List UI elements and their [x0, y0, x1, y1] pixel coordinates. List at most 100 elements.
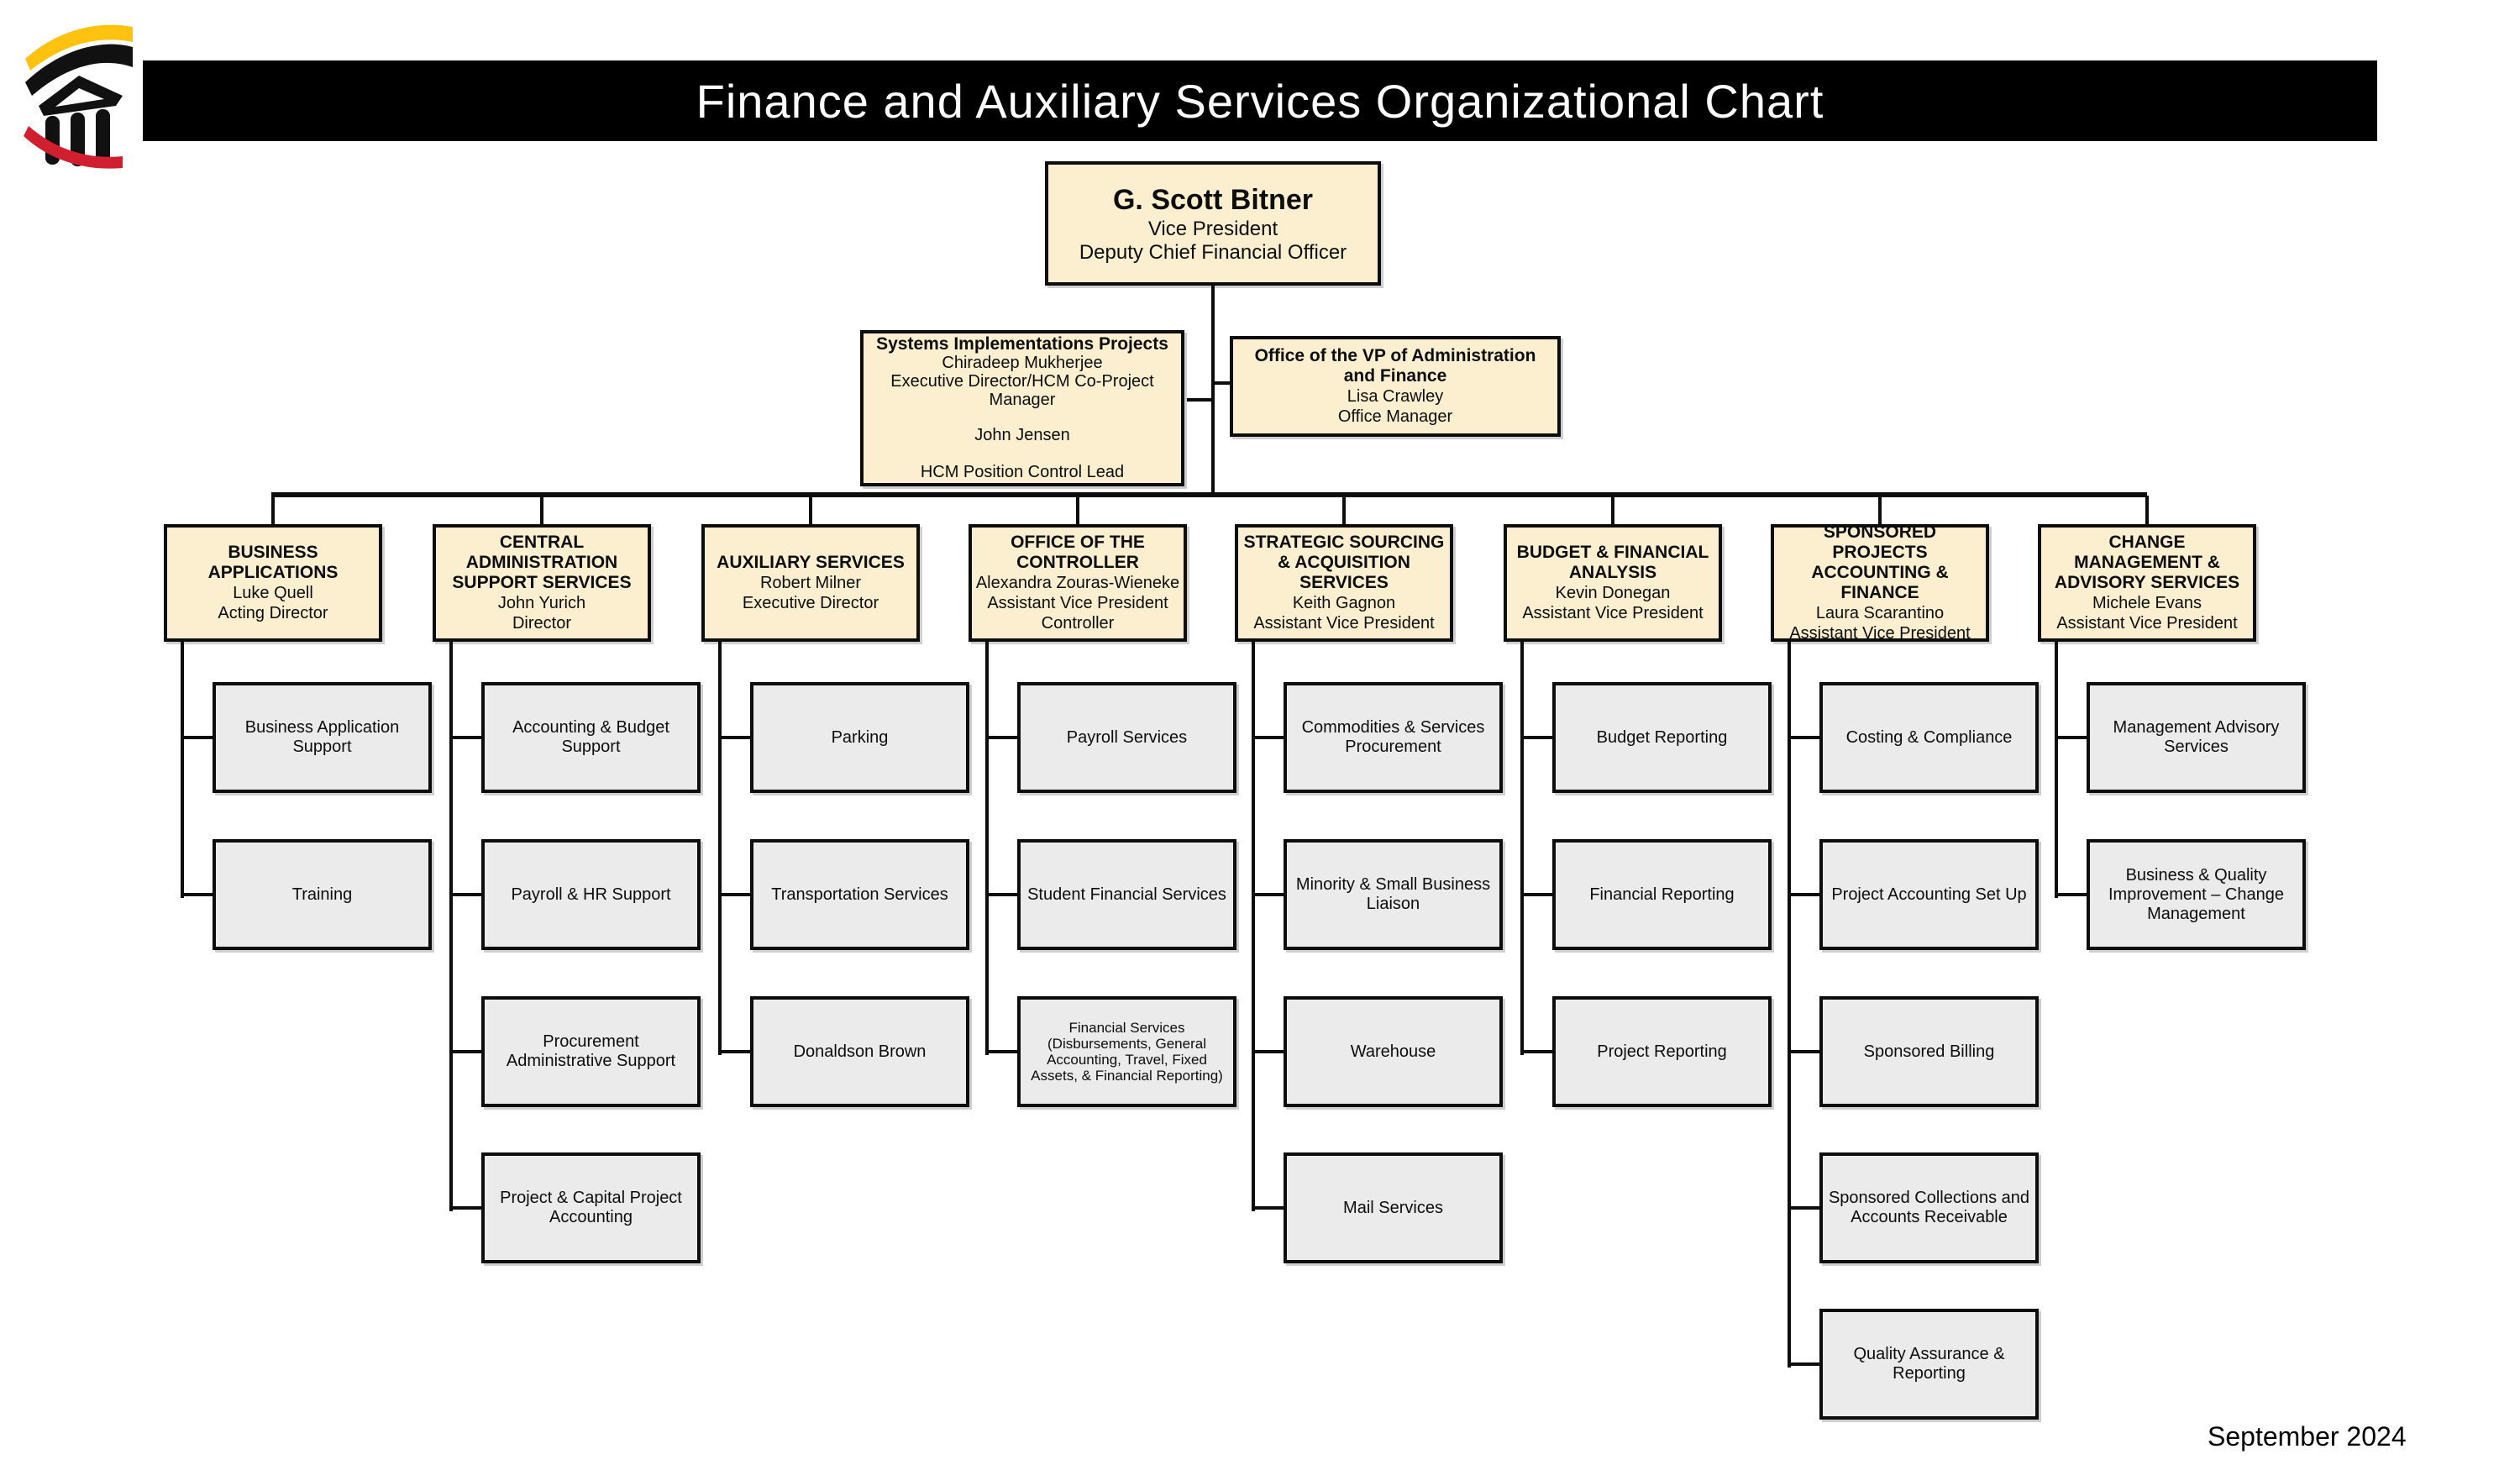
- dept-person: Kevin Donegan: [1555, 584, 1671, 602]
- connector-child-stub: [449, 736, 481, 739]
- connector-child-stub: [1252, 893, 1284, 896]
- executive-box: G. Scott Bitner Vice President Deputy Ch…: [1045, 161, 1381, 286]
- systems-line: [867, 444, 1178, 463]
- dept-title: STRATEGIC SOURCING & ACQUISITION SERVICE…: [1243, 533, 1445, 592]
- connector-child-stub: [1788, 1050, 1819, 1053]
- university-columns-logo: [24, 24, 133, 169]
- connector-child-stub: [1788, 1362, 1819, 1366]
- dept-person: John Yurich: [497, 594, 586, 612]
- connector-child-stub: [985, 1050, 1017, 1053]
- dept-person: Keith Gagnon: [1292, 594, 1396, 612]
- connector-child-stub: [985, 893, 1017, 896]
- systems-title: Systems Implementations Projects: [876, 334, 1168, 354]
- unit-box: Project & Capital Project Accounting: [481, 1152, 701, 1263]
- connector-child-stub: [1520, 736, 1552, 739]
- dept-role: Assistant Vice President: [1522, 604, 1704, 622]
- unit-box: Project Accounting Set Up: [1819, 839, 2039, 950]
- unit-box: Management Advisory Services: [2087, 682, 2306, 793]
- executive-title-1: Vice President: [1147, 218, 1278, 240]
- connector-child-stub: [718, 893, 750, 896]
- executive-name: G. Scott Bitner: [1112, 184, 1314, 216]
- connector-child-stub: [1788, 1206, 1819, 1210]
- dept-budget-financial-analysis: BUDGET & FINANCIAL ANALYSIS Kevin Donega…: [1504, 524, 1722, 642]
- dept-role: Executive Director: [742, 594, 879, 612]
- unit-box: Commodities & Services Procurement: [1284, 682, 1503, 793]
- connector-col-spine: [718, 640, 722, 1055]
- connector-child-stub: [1788, 893, 1819, 896]
- dept-person: Luke Quell: [233, 584, 313, 602]
- connector-child-stub: [449, 1050, 481, 1053]
- dept-role: Assistant Vice President: [2056, 614, 2238, 633]
- dept-role: Acting Director: [218, 604, 328, 622]
- connector-child-stub: [181, 736, 213, 739]
- connector-child-stub: [1520, 1050, 1552, 1053]
- chart-date: September 2024: [2208, 1421, 2407, 1452]
- systems-line: HCM Position Control Lead: [920, 463, 1125, 481]
- connector-dept-stub: [1076, 496, 1079, 526]
- connector-col-spine: [1788, 640, 1791, 1368]
- systems-line: Chiradeep Mukherjee: [942, 354, 1103, 372]
- connector-top-spine: [1211, 284, 1215, 496]
- unit-box: Payroll & HR Support: [481, 839, 701, 950]
- office-of-vp-box: Office of the VP of Administration and F…: [1230, 336, 1561, 437]
- dept-strategic-sourcing: STRATEGIC SOURCING & ACQUISITION SERVICE…: [1235, 524, 1453, 642]
- connector-col-spine: [181, 640, 184, 898]
- connector-col-spine: [1520, 640, 1524, 1055]
- connector-child-stub: [449, 1206, 481, 1210]
- connector-child-stub: [2055, 736, 2087, 739]
- dept-title: BUSINESS APPLICATIONS: [207, 543, 339, 582]
- unit-box: Financial Services (Disbursements, Gener…: [1017, 996, 1236, 1107]
- dept-office-of-controller: OFFICE OF THE CONTROLLER Alexandra Zoura…: [969, 524, 1187, 642]
- office-line: Lisa Crawley: [1347, 387, 1444, 406]
- office-title: Office of the VP of Administration and F…: [1254, 346, 1536, 386]
- unit-box: Parking: [750, 682, 969, 793]
- unit-box: Budget Reporting: [1552, 682, 1772, 793]
- unit-box: Donaldson Brown: [750, 996, 969, 1107]
- unit-box: Payroll Services: [1017, 682, 1236, 793]
- unit-box: Business & Quality Improvement – Change …: [2087, 839, 2306, 950]
- connector-child-stub: [1252, 1050, 1284, 1053]
- connector-child-stub: [181, 893, 213, 896]
- unit-box: Warehouse: [1284, 996, 1503, 1107]
- unit-box: Business Application Support: [213, 682, 432, 793]
- connector-child-stub: [1788, 736, 1819, 739]
- dept-role: Assistant Vice President: [987, 594, 1168, 612]
- dept-person: Alexandra Zouras-Wieneke: [975, 574, 1180, 592]
- unit-box: Sponsored Billing: [1819, 996, 2039, 1107]
- connector-child-stub: [1252, 1206, 1284, 1210]
- connector-child-stub: [985, 736, 1017, 739]
- dept-role: Assistant Vice President: [1789, 624, 1971, 643]
- unit-box: Mail Services: [1284, 1152, 1503, 1263]
- dept-role: Assistant Vice President: [1253, 614, 1435, 633]
- executive-title-2: Deputy Chief Financial Officer: [1079, 241, 1347, 264]
- connector-dept-stub: [540, 496, 543, 526]
- dept-business-applications: BUSINESS APPLICATIONS Luke Quell Acting …: [164, 524, 382, 642]
- dept-central-admin-support: CENTRAL ADMINISTRATION SUPPORT SERVICES …: [433, 524, 651, 642]
- dept-auxiliary-services: AUXILIARY SERVICES Robert Milner Executi…: [701, 524, 920, 642]
- connector-dept-stub: [1611, 496, 1614, 526]
- unit-box: Project Reporting: [1552, 996, 1772, 1107]
- unit-box: Accounting & Budget Support: [481, 682, 701, 793]
- unit-box: Training: [213, 839, 432, 950]
- dept-change-management: CHANGE MANAGEMENT & ADVISORY SERVICES Mi…: [2038, 524, 2256, 642]
- unit-box: Costing & Compliance: [1819, 682, 2039, 793]
- connector-col-spine: [1252, 640, 1255, 1211]
- dept-title: BUDGET & FINANCIAL ANALYSIS: [1516, 543, 1709, 582]
- unit-box: Sponsored Collections and Accounts Recei…: [1819, 1152, 2039, 1263]
- connector-distribution: [271, 492, 2147, 497]
- connector-child-stub: [1520, 893, 1552, 896]
- connector-child-stub: [718, 1050, 750, 1053]
- dept-title: AUXILIARY SERVICES: [717, 553, 905, 572]
- connector-office-stub: [1211, 381, 1231, 385]
- unit-box: Student Financial Services: [1017, 839, 1236, 950]
- connector-col-spine: [2055, 640, 2058, 898]
- connector-child-stub: [1252, 736, 1284, 739]
- connector-dept-stub: [271, 496, 275, 526]
- dept-sponsored-projects: SPONSORED PROJECTS ACCOUNTING & FINANCE …: [1771, 522, 1989, 643]
- connector-dept-stub: [2145, 496, 2149, 526]
- unit-box: Procurement Administrative Support: [481, 996, 701, 1107]
- connector-dept-stub: [809, 496, 812, 526]
- systems-line: [867, 407, 1178, 426]
- unit-box: Quality Assurance & Reporting: [1819, 1309, 2039, 1420]
